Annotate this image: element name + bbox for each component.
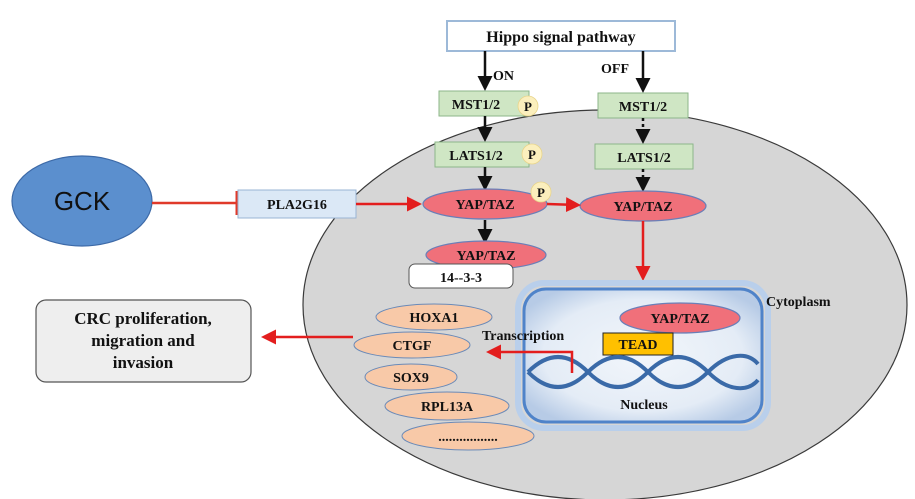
nucleus-outer-glow bbox=[515, 280, 771, 431]
phospho-label-3: P bbox=[537, 185, 545, 200]
tead-box bbox=[602, 332, 674, 356]
transcription-label: Transcription bbox=[482, 329, 564, 344]
outcome-line-1: CRC proliferation, bbox=[74, 309, 212, 328]
lats-on-label: LATS1/2 bbox=[449, 149, 502, 164]
outcome-box bbox=[35, 299, 252, 383]
gene-more-ellipse bbox=[401, 421, 535, 451]
gene-hoxa1-label: HOXA1 bbox=[410, 311, 459, 326]
pathway-box-label: Hippo signal pathway bbox=[486, 29, 635, 46]
phospho-marker-2 bbox=[521, 143, 543, 165]
mst-off-label: MST1/2 bbox=[619, 100, 667, 115]
gene-rpl13a-label: RPL13A bbox=[421, 400, 474, 415]
tead-label: TEAD bbox=[619, 338, 658, 353]
pathway-box bbox=[446, 20, 676, 52]
phospho-marker-3 bbox=[530, 181, 552, 203]
yap-nucleus-label: YAP/TAZ bbox=[650, 312, 709, 327]
phospho-label-2: P bbox=[528, 147, 536, 162]
yap-nucleus-ellipse bbox=[619, 302, 741, 334]
gck-ellipse bbox=[11, 155, 153, 247]
phospho-marker-1 bbox=[517, 95, 539, 117]
protein-1433-box bbox=[408, 263, 514, 289]
gene-more-label: ................. bbox=[438, 430, 498, 445]
dna-strand-2 bbox=[526, 353, 760, 389]
lats-on-box bbox=[434, 141, 530, 168]
lats-off-box bbox=[594, 143, 694, 170]
pla2g16-label: PLA2G16 bbox=[267, 198, 327, 213]
lats-off-label: LATS1/2 bbox=[617, 151, 670, 166]
outcome-line-2: migration and bbox=[91, 331, 195, 350]
mst-on-label: MST1/2 bbox=[452, 98, 500, 113]
yap-on-p-label: YAP/TAZ bbox=[455, 198, 514, 213]
yap-on-bound-label: YAP/TAZ bbox=[456, 249, 515, 264]
phospho-label-1: P bbox=[524, 99, 532, 114]
gene-sox9-label: SOX9 bbox=[393, 371, 429, 386]
cytoplasm-label: Cytoplasm bbox=[766, 295, 831, 310]
off-label: OFF bbox=[601, 62, 629, 77]
mst-on-box bbox=[438, 90, 530, 117]
mst-off-box bbox=[597, 92, 689, 119]
outcome-line-3: invasion bbox=[113, 353, 174, 372]
gene-sox9-ellipse bbox=[364, 363, 458, 391]
on-label: ON bbox=[493, 69, 514, 84]
dephospho-arrow bbox=[546, 197, 581, 213]
nucleus-label: Nucleus bbox=[620, 398, 668, 413]
gene-ctgf-ellipse bbox=[353, 331, 471, 359]
transcription-arrow bbox=[486, 344, 574, 373]
gene-ctgf-label: CTGF bbox=[393, 339, 432, 354]
gene-rpl13a-ellipse bbox=[384, 391, 510, 421]
yap-off-label: YAP/TAZ bbox=[613, 200, 672, 215]
gck-label: GCK bbox=[54, 186, 111, 216]
protein-1433-label: 14--3-3 bbox=[440, 271, 482, 286]
gene-hoxa1-ellipse bbox=[375, 303, 493, 331]
